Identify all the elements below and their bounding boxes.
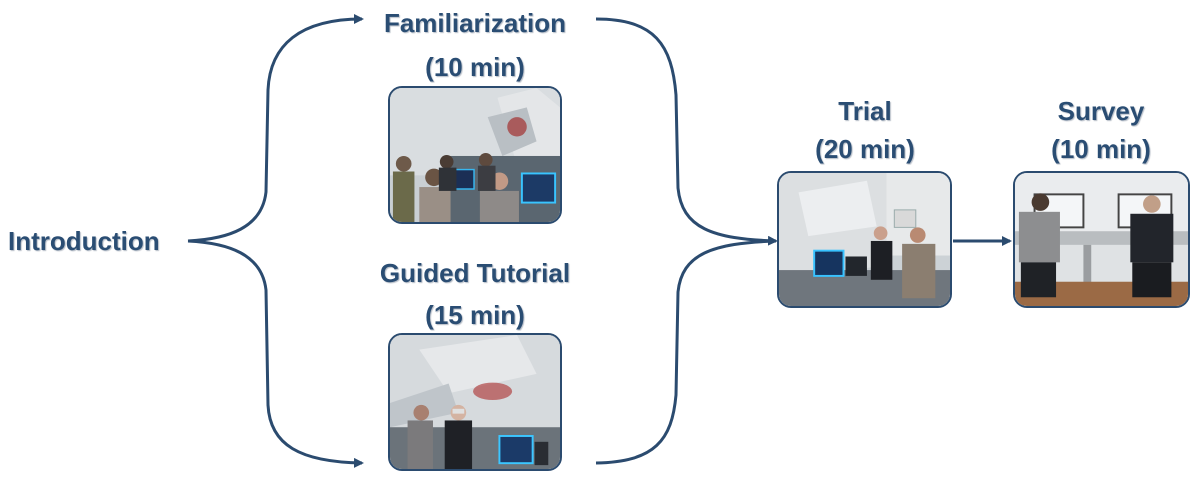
guided-tutorial-photo (388, 333, 562, 471)
trial-label: Trial (20 min) (775, 94, 955, 166)
guided-tutorial-duration: (15 min) (425, 300, 525, 330)
survey-duration: (10 min) (1051, 134, 1151, 164)
trial-duration: (20 min) (815, 134, 915, 164)
arrow-guided-tutorial-to-trial (595, 239, 777, 465)
familiarization-photo (388, 86, 562, 224)
trial-title: Trial (838, 96, 892, 126)
familiarization-title: Familiarization (383, 8, 567, 38)
survey-photo (1013, 171, 1190, 308)
survey-label: Survey (10 min) (1012, 94, 1190, 166)
guided-tutorial-label: Guided Tutorial (15 min) (355, 256, 595, 332)
survey-title: Survey (1057, 96, 1145, 126)
familiarization-duration: (10 min) (425, 52, 525, 82)
familiarization-label: Familiarization (10 min) (355, 6, 595, 84)
guided-tutorial-title: Guided Tutorial (379, 258, 571, 288)
arrow-familiarization-to-trial (595, 17, 778, 246)
arrow-introduction-to-guided-tutorial (187, 239, 364, 468)
trial-photo (777, 171, 952, 308)
introduction-label: Introduction (8, 224, 188, 258)
arrow-introduction-to-familiarization (187, 14, 364, 243)
introduction-title: Introduction (8, 226, 160, 256)
